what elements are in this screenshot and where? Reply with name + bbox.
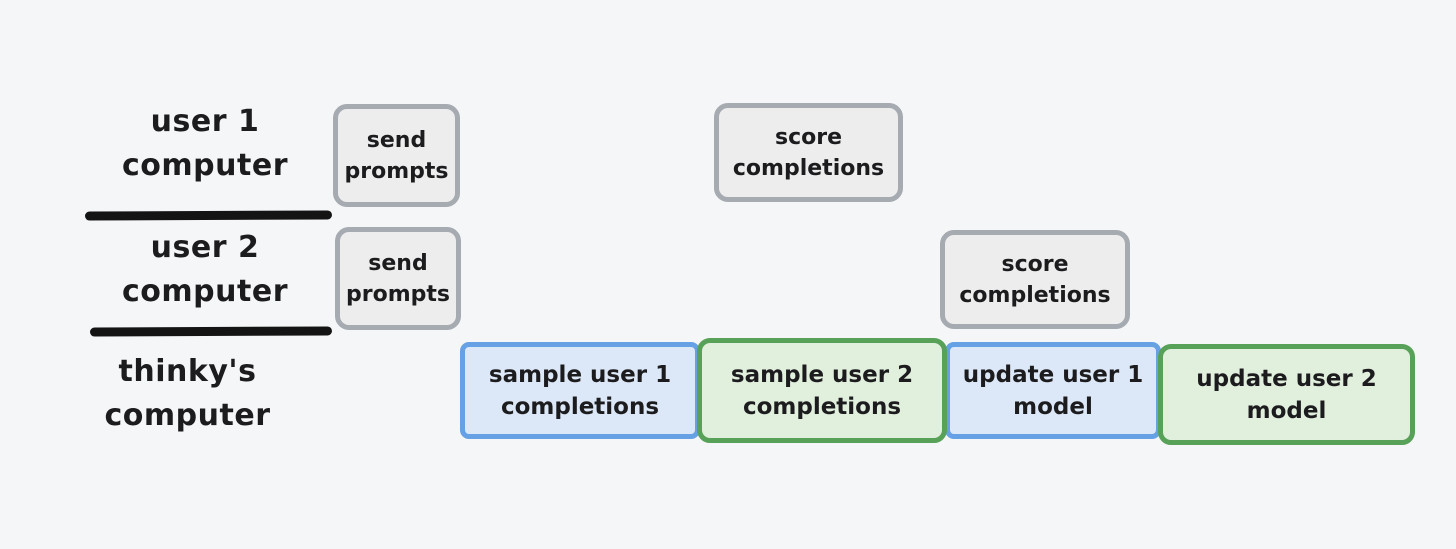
box-score-completions-user2: score completions: [940, 230, 1130, 329]
lane-label-thinkys-computer: thinky's computer: [60, 350, 315, 438]
box-label-line: update user 2: [1196, 365, 1377, 392]
box-label-line: score: [774, 124, 843, 150]
lane-label-line: computer: [104, 398, 271, 433]
box-label-line: completions: [732, 155, 885, 181]
box-sample-user1-completions: sample user 1 completions: [460, 342, 700, 439]
box-label-line: prompts: [346, 281, 450, 307]
box-label-line: sample user 1: [488, 361, 672, 388]
box-label-line: prompts: [344, 158, 449, 184]
box-send-prompts-user2: send prompts: [335, 227, 461, 330]
box-update-user2-model: update user 2 model: [1158, 344, 1415, 445]
box-label-line: model: [1013, 393, 1093, 420]
box-label-line: update user 1: [962, 361, 1144, 388]
box-label-line: completions: [742, 393, 902, 420]
lane-label-line: computer: [122, 148, 288, 183]
box-label-line: completions: [500, 393, 660, 420]
box-label-line: send: [366, 127, 427, 153]
box-label-line: completions: [959, 282, 1111, 308]
lane-label-line: computer: [122, 274, 288, 309]
box-send-prompts-user1: send prompts: [333, 104, 460, 207]
lane-label-line: thinky's: [118, 354, 257, 389]
lane-divider: [84, 210, 333, 221]
lane-label-line: user 1: [150, 104, 260, 139]
box-label-line: model: [1246, 397, 1327, 424]
box-update-user1-model: update user 1 model: [945, 342, 1161, 439]
lane-label-user2-computer: user 2 computer: [80, 226, 330, 314]
box-score-completions-user1: score completions: [714, 103, 903, 202]
box-label-line: score: [1001, 251, 1069, 277]
lane-label-line: user 2: [150, 230, 260, 265]
box-label-line: send: [368, 250, 428, 276]
lane-label-user1-computer: user 1 computer: [80, 100, 330, 188]
lane-divider: [89, 326, 333, 337]
box-sample-user2-completions: sample user 2 completions: [697, 338, 947, 443]
box-label-line: sample user 2: [730, 361, 914, 388]
